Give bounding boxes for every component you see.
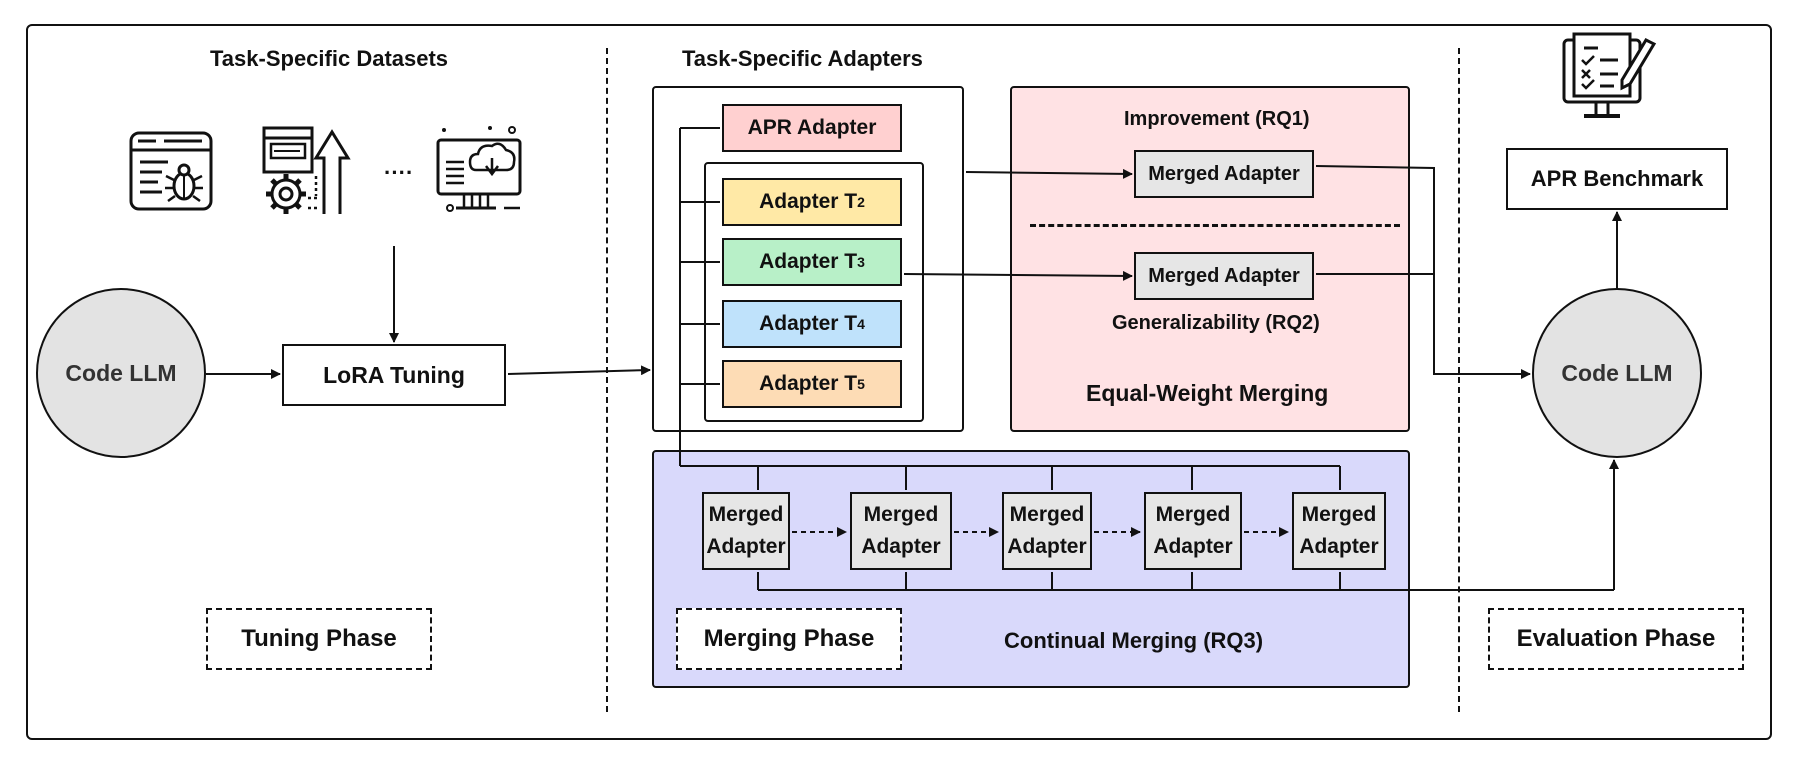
tuning-phase-label: Tuning Phase [206, 608, 432, 670]
merged-2-line1: Merged [863, 503, 939, 526]
adapters-header: Task-Specific Adapters [682, 46, 923, 71]
continual-merged-adapter-2: Merged Adapter [850, 492, 952, 570]
diagram-frame [26, 24, 1772, 740]
benchmark-checklist-monitor-icon [1562, 32, 1657, 118]
config-upgrade-icon [262, 126, 351, 214]
apr-adapter: APR Adapter [722, 104, 902, 152]
continual-merged-adapter-4: Merged Adapter [1144, 492, 1242, 570]
adapter-t5-prefix: Adapter T [759, 372, 858, 395]
merged-1-line2: Adapter [706, 535, 786, 558]
continual-merged-adapter-3: Merged Adapter [1002, 492, 1092, 570]
bug-report-icon [129, 131, 213, 211]
separator-left [606, 48, 608, 712]
evaluation-phase-label: Evaluation Phase [1488, 608, 1744, 670]
adapter-t5-sub: 5 [857, 376, 865, 392]
merged-1-line1: Merged [708, 503, 784, 526]
merged-3-line2: Adapter [1007, 535, 1087, 558]
improvement-label: Improvement (RQ1) [1124, 108, 1310, 130]
continual-merged-adapter-1: Merged Adapter [702, 492, 790, 570]
adapter-t4-sub: 4 [857, 316, 865, 332]
continual-merging-title: Continual Merging (RQ3) [1004, 628, 1264, 653]
adapter-t3-prefix: Adapter T [759, 250, 858, 273]
merged-5-line2: Adapter [1299, 535, 1379, 558]
merged-adapter-rq2: Merged Adapter [1134, 252, 1314, 300]
separator-right [1458, 48, 1460, 712]
equal-weight-divider [1030, 224, 1400, 227]
code-llm-source: Code LLM [36, 288, 206, 458]
cloud-download-monitor-icon [436, 126, 522, 212]
datasets-header: Task-Specific Datasets [210, 46, 449, 71]
merged-adapter-rq1: Merged Adapter [1134, 150, 1314, 198]
equal-weight-title: Equal-Weight Merging [1086, 380, 1329, 406]
datasets-ellipsis: ···· [384, 160, 414, 185]
equal-weight-panel [1010, 86, 1410, 432]
adapter-t3-sub: 3 [857, 254, 865, 270]
merged-3-line1: Merged [1009, 503, 1085, 526]
merged-5-line1: Merged [1301, 503, 1377, 526]
adapter-t4-prefix: Adapter T [759, 312, 858, 335]
merged-2-line2: Adapter [861, 535, 941, 558]
continual-merged-adapter-5: Merged Adapter [1292, 492, 1386, 570]
lora-tuning-box: LoRA Tuning [282, 344, 506, 406]
merging-phase-label: Merging Phase [676, 608, 902, 670]
merged-4-line1: Merged [1155, 503, 1231, 526]
generalizability-label: Generalizability (RQ2) [1112, 312, 1320, 334]
adapter-t2-prefix: Adapter T [759, 190, 858, 213]
adapter-t2-sub: 2 [857, 194, 865, 210]
code-llm-target: Code LLM [1532, 288, 1702, 458]
apr-benchmark-box: APR Benchmark [1506, 148, 1728, 210]
merged-4-line2: Adapter [1153, 535, 1233, 558]
